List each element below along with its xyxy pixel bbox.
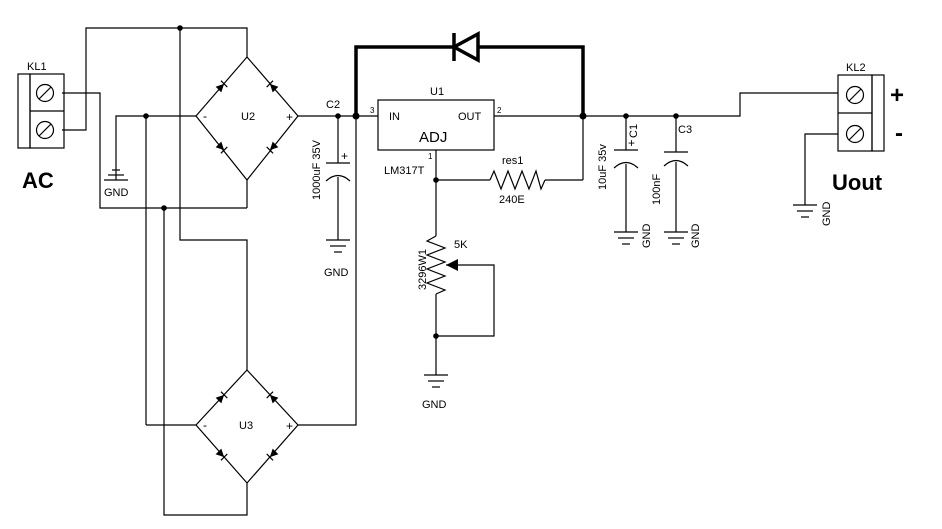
connector-kl1: KL1 AC <box>17 61 65 193</box>
pot-value: 5K <box>454 239 468 251</box>
bypass-diode <box>354 31 585 116</box>
ground-c1: GND <box>614 224 653 249</box>
u1-ref: U1 <box>430 86 444 98</box>
u1-out-label: OUT <box>458 111 482 123</box>
c1-polarity: + <box>628 136 635 150</box>
ground-c2: GND <box>324 239 350 279</box>
res1-value: 240E <box>499 194 525 206</box>
capacitor-c1: + C1 10uF 35v <box>597 124 640 190</box>
capacitor-c2: + C2 1000uF 35V <box>311 99 351 200</box>
kl2-plus: + <box>890 82 904 109</box>
regulator-u1: U1 IN OUT ADJ 3 2 1 LM317T <box>370 86 502 177</box>
c1-value: 10uF 35v <box>597 144 609 190</box>
kl2-caption: Uout <box>832 170 883 195</box>
ground-kl1: GND <box>104 169 129 199</box>
ground-pot: GND <box>422 374 448 411</box>
u1-pin-adj: 1 <box>428 152 433 161</box>
kl1-caption: AC <box>22 168 54 193</box>
ground-label: GND <box>324 267 349 279</box>
u1-pin-out: 2 <box>497 106 502 115</box>
kl1-ref: KL1 <box>27 61 47 73</box>
u1-adj-label: ADJ <box>419 129 447 146</box>
res1-ref: res1 <box>502 155 523 167</box>
u1-in-label: IN <box>389 111 400 123</box>
bridge-rectifier-u3: U3 - + <box>195 369 299 484</box>
wires <box>62 27 838 516</box>
u1-part: LM317T <box>384 165 425 177</box>
c2-polarity: + <box>341 149 348 163</box>
ground-label: GND <box>690 224 702 249</box>
pot-ref: 3296W1 <box>417 249 429 290</box>
u3-plus: + <box>286 419 293 433</box>
ground-label: GND <box>641 224 653 249</box>
c2-value: 1000uF 35V <box>311 139 323 200</box>
ground-c3: GND <box>664 224 702 249</box>
bridge-rectifier-u2: U2 - + <box>195 56 299 181</box>
c2-ref: C2 <box>326 99 340 111</box>
capacitor-c3: C3 100nF <box>651 124 692 205</box>
kl2-minus: - <box>895 120 903 147</box>
u3-minus: - <box>203 418 207 432</box>
ground-label: GND <box>422 399 447 411</box>
ground-label: GND <box>821 202 833 227</box>
u2-plus: + <box>286 110 293 124</box>
ground-kl2: GND <box>793 202 833 227</box>
u3-ref: U3 <box>239 420 253 432</box>
u2-ref: U2 <box>241 111 255 123</box>
c1-ref: C1 <box>628 124 640 138</box>
u1-pin-in: 3 <box>370 106 375 115</box>
resistor-res1: res1 240E <box>489 155 546 206</box>
c3-ref: C3 <box>678 124 692 136</box>
potentiometer-3296w1: 3296W1 5K <box>417 235 468 295</box>
u2-minus: - <box>203 109 207 123</box>
connector-kl2: KL2 + - Uout <box>832 62 904 195</box>
kl2-ref: KL2 <box>846 62 866 74</box>
junction-dots <box>143 25 679 339</box>
ground-label: GND <box>104 187 129 199</box>
c3-value: 100nF <box>651 174 663 205</box>
